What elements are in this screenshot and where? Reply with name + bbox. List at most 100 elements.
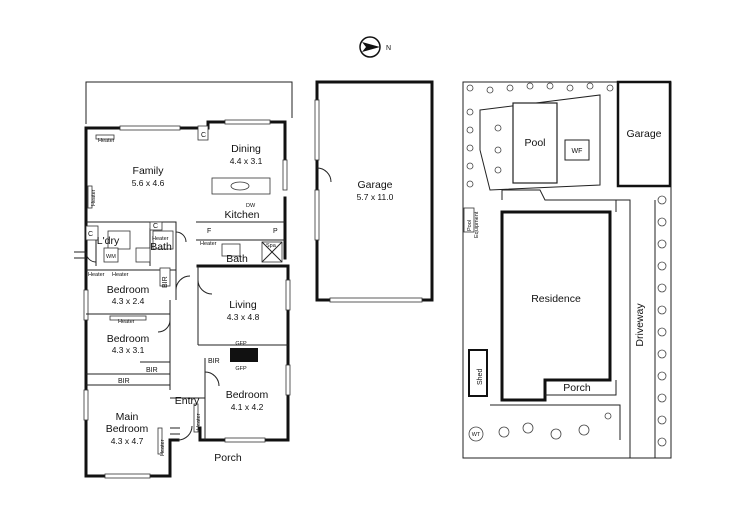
spa-label: Spa	[266, 243, 277, 249]
garage-walls	[315, 80, 434, 302]
exterior-wall-living	[196, 264, 290, 442]
residence-label: Residence	[531, 293, 581, 305]
pantry-label: P	[273, 228, 278, 235]
bedroom-1-dim: 4.3 x 2.4	[112, 296, 145, 306]
tree-icon	[657, 283, 667, 293]
windows	[83, 119, 291, 479]
tree-icon	[657, 305, 667, 315]
cupboard-box	[197, 125, 209, 141]
bedroom-2-label: Bedroom	[107, 333, 150, 345]
pool-equipment-label-2: Equipment	[474, 211, 480, 238]
cupboard-box	[149, 221, 163, 231]
tree-icon	[606, 84, 614, 92]
compass: N	[359, 36, 391, 58]
tree-icon	[494, 146, 502, 154]
cupboard-label: C	[153, 223, 158, 230]
door-swing	[175, 231, 187, 243]
wt-label: WT	[472, 432, 481, 438]
north-label: N	[386, 45, 391, 52]
living-room-dim: 4.3 x 4.8	[227, 312, 260, 322]
heater-label: Heater	[112, 272, 129, 278]
tree-icon	[466, 84, 474, 92]
bedroom-1-label: Bedroom	[107, 284, 150, 296]
fridge-label: F	[207, 228, 211, 235]
bath-label: Bath	[150, 241, 172, 253]
shed-outline	[468, 349, 488, 397]
door-swing	[197, 279, 213, 295]
tree-icon	[657, 415, 667, 425]
tree-icon	[466, 108, 474, 116]
dining-room-label: Dining	[231, 143, 261, 155]
main-bedroom-label-2: Bedroom	[106, 423, 149, 435]
site-porch-label: Porch	[563, 382, 591, 394]
tree-icon	[466, 180, 474, 188]
residence-extension	[501, 189, 617, 212]
site-garage	[616, 80, 672, 188]
living-room-label: Living	[229, 299, 257, 311]
kitchen-bench	[196, 221, 285, 241]
heater-strip	[109, 315, 147, 321]
pool-equipment-label: Pool	[467, 220, 473, 231]
house-floor-plan	[74, 81, 293, 479]
residence-outline	[500, 210, 612, 402]
pool-deck	[479, 94, 601, 191]
steps	[74, 251, 86, 259]
steps	[170, 427, 180, 435]
spa-cross	[261, 241, 283, 263]
tree-icon	[546, 82, 554, 90]
door-swing	[85, 251, 97, 263]
tree-icon	[466, 162, 474, 170]
tree-icon	[657, 437, 667, 447]
tree-icon	[657, 371, 667, 381]
family-room-dim: 5.6 x 4.6	[132, 178, 165, 188]
tree-icon	[657, 393, 667, 403]
porch-outline	[545, 380, 617, 396]
laundry-tub	[107, 230, 131, 250]
tree-icon	[498, 426, 510, 438]
shed-label: Shed	[477, 369, 484, 385]
driveway-edges	[616, 199, 656, 458]
family-room-label: Family	[133, 165, 165, 177]
interior-wall	[86, 221, 177, 228]
heater-strip	[157, 427, 163, 455]
tree-icon	[657, 195, 667, 205]
ensuite-bath-label: Bath	[226, 253, 248, 265]
tree-icon	[657, 327, 667, 337]
bir-box	[159, 267, 171, 287]
garage-window	[314, 189, 320, 241]
door-swing	[157, 319, 171, 333]
washing-machine-label: WM	[106, 254, 116, 260]
pool-label: Pool	[524, 137, 545, 149]
interior-wall	[86, 300, 171, 390]
pool-shape	[512, 102, 558, 184]
window	[285, 364, 291, 396]
boundary-line	[85, 81, 293, 124]
bir-label: BIR	[146, 367, 158, 374]
heater-label: Heater	[152, 236, 169, 242]
bedroom-2-dim: 4.3 x 3.1	[112, 345, 145, 355]
door-swings	[85, 231, 220, 441]
garage-label: Garage	[357, 179, 392, 191]
main-bedroom-dim: 4.3 x 4.7	[111, 436, 144, 446]
trees	[466, 82, 667, 447]
main-bedroom-label: Main	[116, 411, 139, 423]
cupboard-label: C	[201, 132, 206, 139]
window	[224, 437, 266, 443]
tree-icon	[494, 166, 502, 174]
tree-icon	[486, 86, 494, 94]
porch-label: Porch	[214, 452, 242, 464]
tree-icon	[466, 126, 474, 134]
tree-icon	[526, 82, 534, 90]
tree-icon	[586, 82, 594, 90]
gfp-label: GFP	[235, 366, 247, 372]
tree-icon	[566, 84, 574, 92]
garage-door	[329, 297, 423, 303]
bedroom-3-dim: 4.1 x 4.2	[231, 402, 264, 412]
door-swing	[177, 425, 193, 441]
heater-label: Heater	[118, 319, 135, 325]
driveway-label: Driveway	[634, 303, 646, 347]
heater-label: Heater	[98, 138, 115, 144]
window	[282, 159, 288, 191]
exterior-wall-entry	[168, 438, 180, 450]
